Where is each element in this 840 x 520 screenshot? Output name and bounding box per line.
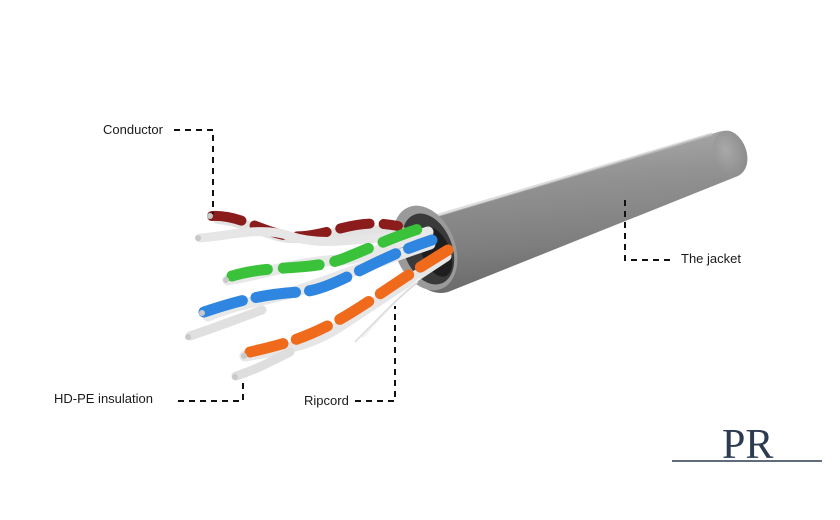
ripcord-label: Ripcord — [304, 393, 349, 408]
blue-twisted-pair — [185, 234, 438, 341]
green-twisted-pair — [222, 220, 434, 286]
jacket-body — [401, 130, 748, 293]
brand-logo: PR — [672, 422, 822, 468]
insulation-leader — [178, 378, 244, 402]
brown-twisted-pair — [195, 210, 407, 246]
logo-text: PR — [722, 422, 773, 468]
ripcord-leader — [355, 306, 396, 402]
conductor-label: Conductor — [103, 122, 163, 137]
jacket-label: The jacket — [681, 251, 741, 266]
jacket-leader — [624, 200, 672, 261]
leader-lines — [174, 129, 672, 402]
ripcord-strand — [354, 277, 421, 343]
insulation-label: HD-PE insulation — [54, 391, 153, 406]
orange-twisted-pair — [231, 244, 454, 381]
conductor-tips — [185, 213, 247, 380]
conductor-leader — [174, 129, 214, 214]
